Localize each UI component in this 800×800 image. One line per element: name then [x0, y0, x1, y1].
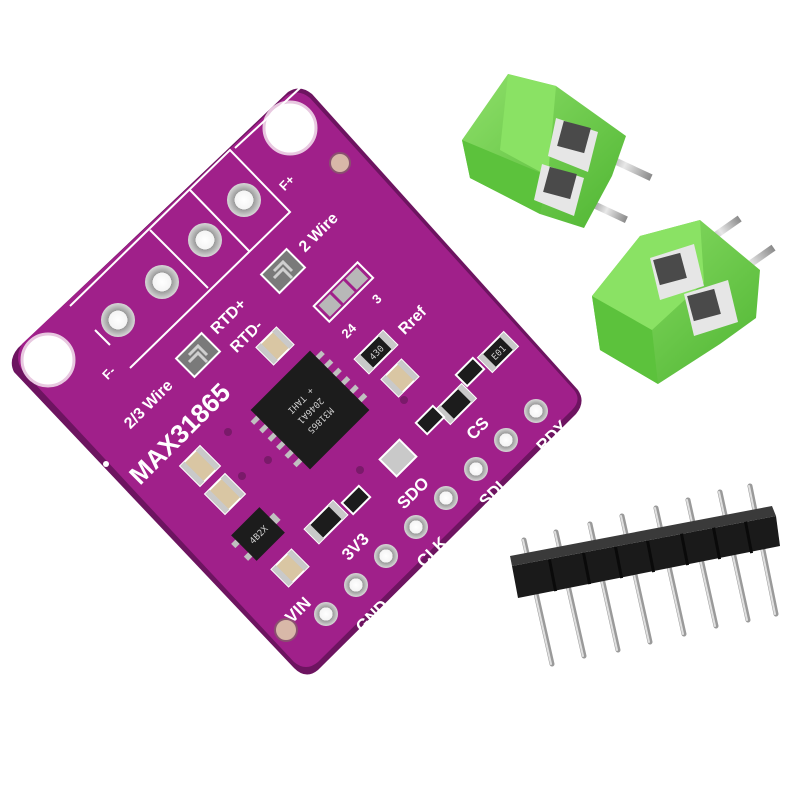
sensor-pads — [101, 183, 261, 337]
mounting-hole — [262, 100, 318, 156]
mounting-hole-small — [274, 618, 298, 642]
jumper-24-3 — [312, 260, 375, 324]
smd-components: 430 E01 4B2X — [103, 326, 520, 588]
mounting-hole-small — [329, 152, 351, 174]
silk-outline — [69, 87, 301, 369]
terminal-block — [592, 215, 776, 384]
pcb-board: M31865 2046A1 + TAHI 430 E01 4B2X — [11, 87, 582, 675]
terminal-block — [462, 74, 653, 228]
mounting-hole — [20, 332, 76, 388]
jumper-23wire — [174, 331, 222, 379]
pin-header — [510, 483, 780, 667]
header-pads — [314, 399, 548, 626]
max31865-chip: M31865 2046A1 + TAHI — [250, 350, 370, 470]
jumper-2wire — [259, 247, 307, 295]
